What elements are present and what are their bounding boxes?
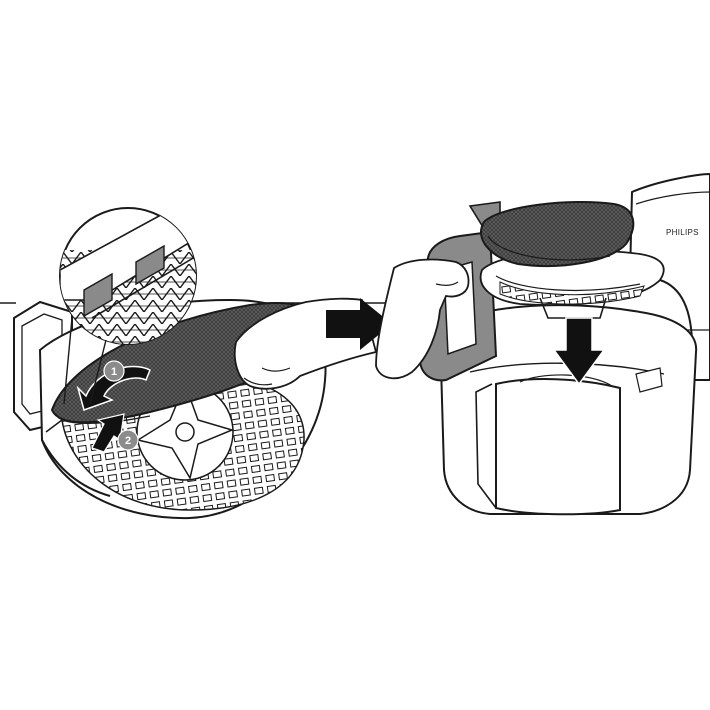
- step-2-arrow: [91, 413, 125, 453]
- hand-icon-right: [375, 258, 470, 380]
- brand-logo: PHILIPS: [666, 228, 699, 237]
- step-2-number: 2: [125, 435, 131, 447]
- step-2-badge: 2: [117, 429, 139, 451]
- assembled-basket: [479, 201, 665, 319]
- airfryer-drawer: [438, 304, 698, 516]
- step-1-badge: 1: [103, 360, 125, 382]
- step-1-number: 1: [111, 366, 117, 378]
- step-arrow-icon: [326, 298, 392, 350]
- down-arrow-icon: [552, 317, 606, 386]
- step-1-curved-arrow: [76, 365, 151, 411]
